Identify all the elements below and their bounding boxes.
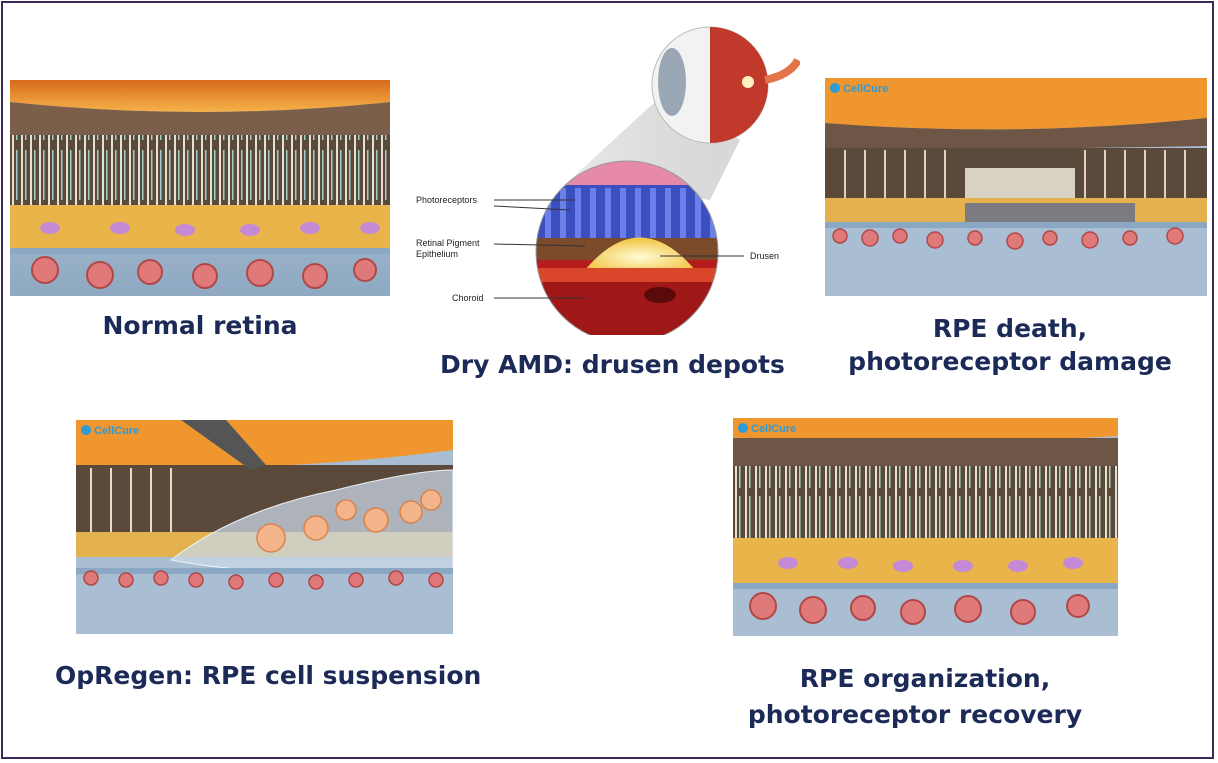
normal-retina-image — [10, 80, 390, 296]
label-photoreceptors: Photoreceptors — [416, 195, 478, 205]
label-rpe-line1: Retinal Pigment — [416, 238, 480, 248]
rpe-cells — [40, 222, 380, 236]
cellcure-logo: CellCure — [751, 423, 796, 435]
dry-amd-diagram: Photoreceptors Retinal Pigment Epitheliu… — [410, 20, 800, 335]
rpe-death-image: CellCure — [825, 78, 1207, 296]
normal-retina-caption: Normal retina — [102, 311, 298, 340]
recovery-caption-line1: RPE organization, — [799, 664, 1051, 693]
opregen-image: CellCure — [76, 420, 453, 634]
rpe-recovery-image: CellCure — [733, 418, 1118, 636]
cellcure-logo: CellCure — [94, 425, 139, 437]
opregen-caption: OpRegen: RPE cell suspension — [55, 661, 482, 690]
recovery-caption-line2: photoreceptor recovery — [747, 700, 1083, 729]
rpe-death-caption-line1: RPE death, — [932, 314, 1088, 343]
label-choroid: Choroid — [452, 293, 484, 303]
cellcure-logo: CellCure — [843, 83, 888, 95]
label-drusen: Drusen — [750, 251, 779, 261]
label-rpe-line2: Epithelium — [416, 249, 458, 259]
rpe-death-caption-line2: photoreceptor damage — [848, 347, 1172, 376]
dry-amd-caption: Dry AMD: drusen depots — [440, 350, 785, 379]
